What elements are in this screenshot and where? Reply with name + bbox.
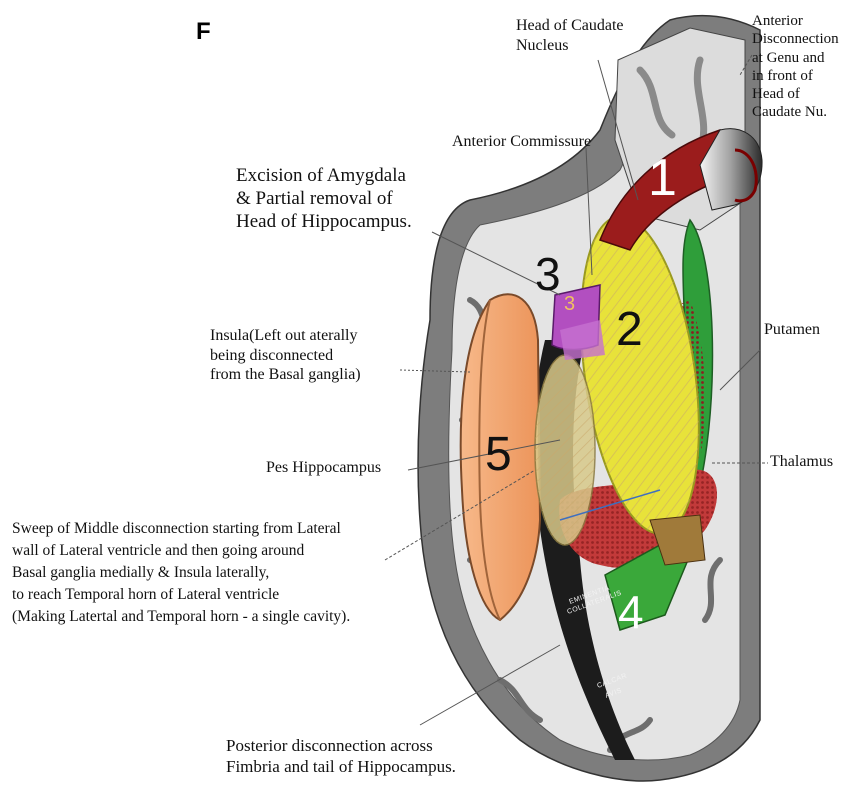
label-anterior-commissure: Anterior Commissure [452, 132, 591, 152]
zone-number-3: 3 [535, 248, 561, 300]
label-anterior-disconnection: Anterior Disconnection at Genu and in fr… [752, 12, 839, 122]
zone-number-4: 4 [618, 586, 644, 638]
panel-letter: F [196, 18, 211, 46]
label-middle-disconnection: Sweep of Middle disconnection starting f… [12, 518, 350, 628]
label-posterior-disconnection: Posterior disconnection across Fimbria a… [226, 736, 456, 777]
label-head-of-caudate: Head of Caudate Nucleus [516, 16, 624, 55]
zone-number-1: 1 [648, 149, 677, 207]
label-pes-hippocampus: Pes Hippocampus [266, 458, 381, 478]
label-thalamus: Thalamus [770, 452, 833, 472]
zone-number-3-small: 3 [564, 293, 575, 315]
zone-number-5: 5 [485, 428, 512, 481]
label-putamen: Putamen [764, 320, 820, 340]
pes-hatch [535, 355, 595, 545]
label-excision-amygdala: Excision of Amygdala & Partial removal o… [236, 164, 412, 234]
label-insula: Insula(Left out aterally being disconnec… [210, 326, 361, 385]
zone-number-2: 2 [616, 303, 643, 356]
